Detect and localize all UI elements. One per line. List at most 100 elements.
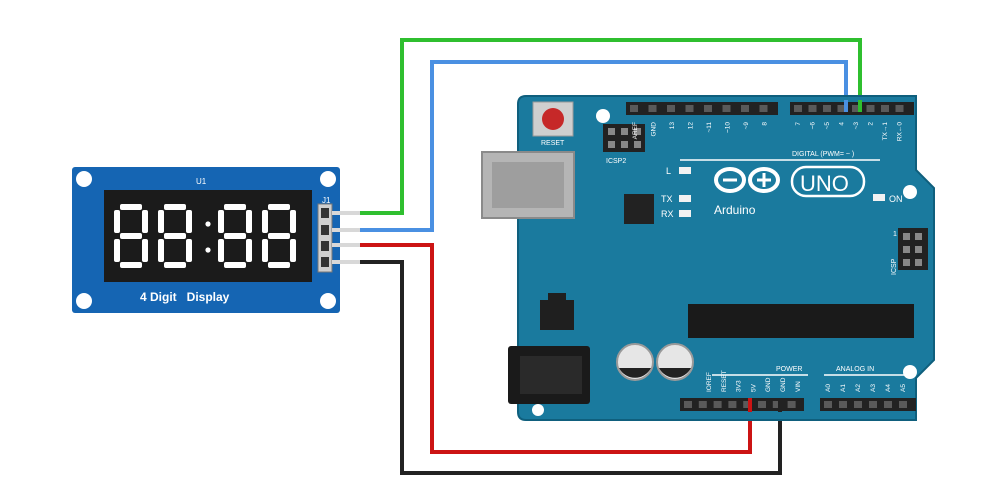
pin-label: IOREF xyxy=(706,372,713,392)
mount-hole xyxy=(596,109,610,123)
header-pin xyxy=(698,401,707,408)
segment xyxy=(224,233,246,239)
j1-pin xyxy=(321,257,329,267)
pin-label: VIN xyxy=(795,381,802,392)
segment xyxy=(224,262,246,268)
pin-label: A4 xyxy=(885,384,892,392)
uno-label: UNO xyxy=(800,171,849,196)
pin-lead xyxy=(332,211,360,215)
pin-label: A1 xyxy=(840,384,847,392)
led-on xyxy=(873,194,885,201)
pin-label: 4 xyxy=(839,122,846,126)
segment xyxy=(114,239,120,262)
icsp2-header xyxy=(603,124,645,152)
capacitor xyxy=(656,343,694,381)
segment xyxy=(290,239,296,262)
icsp-label: ICSP xyxy=(891,258,898,275)
header-pin xyxy=(648,105,657,112)
pin-label: GND xyxy=(765,377,772,392)
led-tx xyxy=(679,195,691,202)
pin-lead xyxy=(332,228,360,232)
power-label: POWER xyxy=(776,366,802,373)
j1-pin xyxy=(321,208,329,218)
led-l-label: L xyxy=(666,166,671,176)
led-rx xyxy=(679,210,691,217)
pin-label: 5V xyxy=(750,383,757,392)
pin-lead xyxy=(332,260,360,264)
segment xyxy=(142,239,148,262)
pin-label: A0 xyxy=(825,384,832,392)
board-outline xyxy=(517,95,935,421)
pin-label: RX←0 xyxy=(897,122,904,142)
pin-label: 12 xyxy=(688,122,695,130)
header-pin xyxy=(630,105,638,112)
header-pin xyxy=(895,105,904,112)
pin-label: 8 xyxy=(762,122,769,126)
header-pin xyxy=(884,401,892,408)
mount-hole xyxy=(903,365,917,379)
module-title: 4 Digit Display xyxy=(140,290,230,304)
header-pin xyxy=(772,401,781,408)
segment xyxy=(186,210,192,233)
mount-hole xyxy=(76,171,92,187)
wire-green-clk xyxy=(358,38,862,215)
u1-label: U1 xyxy=(196,177,207,186)
colon-dot xyxy=(205,221,211,227)
segment xyxy=(120,204,142,210)
digital-header-left xyxy=(626,102,778,115)
header-pin xyxy=(866,105,875,112)
led-rx-label: RX xyxy=(661,209,674,219)
segment xyxy=(114,210,120,233)
pin-label: ~5 xyxy=(824,122,831,130)
pin-label: 3V3 xyxy=(736,380,743,392)
segment xyxy=(164,262,186,268)
usb-connector-inner xyxy=(492,162,564,208)
led-l xyxy=(679,167,691,174)
header-pin xyxy=(837,105,846,112)
mount-hole xyxy=(532,404,544,416)
header-pin xyxy=(839,401,847,408)
segment xyxy=(262,239,268,262)
mount-hole xyxy=(320,293,336,309)
segment xyxy=(142,210,148,233)
header-pin xyxy=(852,105,860,112)
wire-blue-dio xyxy=(358,60,848,232)
segment xyxy=(158,239,164,262)
led-tx-label: TX xyxy=(661,194,673,204)
seven-segment-digit xyxy=(218,204,252,268)
header-pin xyxy=(869,401,877,408)
pin-label: A3 xyxy=(870,384,877,392)
header-pin xyxy=(728,401,737,408)
reset-button[interactable] xyxy=(542,108,564,130)
pin-label: GND xyxy=(780,377,787,392)
header-pin xyxy=(823,105,831,112)
pin-label: ~3 xyxy=(853,122,860,130)
seven-segment-digit xyxy=(114,204,148,268)
j1-pin xyxy=(321,225,329,235)
segment xyxy=(158,210,164,233)
header-pin xyxy=(713,401,722,408)
header-pin xyxy=(899,401,907,408)
digital-label: DIGITAL (PWM= ~ ) xyxy=(792,151,854,158)
header-pin xyxy=(881,105,889,112)
j1-pin xyxy=(321,241,329,251)
wire-black-gnd xyxy=(358,260,782,475)
led-on-label: ON xyxy=(889,194,903,204)
pin-lead xyxy=(332,243,360,247)
pin-label: A2 xyxy=(855,384,862,392)
wires xyxy=(358,38,862,475)
segment xyxy=(290,210,296,233)
pin-label: A5 xyxy=(900,384,907,392)
pin-label: ~9 xyxy=(743,122,750,130)
segment xyxy=(268,233,290,239)
seven-segment-digit xyxy=(158,204,192,268)
capacitor xyxy=(616,343,654,381)
power-header xyxy=(680,398,804,411)
segment xyxy=(164,204,186,210)
header-pin xyxy=(684,401,692,408)
segment xyxy=(268,262,290,268)
j1-label: J1 xyxy=(322,196,331,205)
header-pin xyxy=(794,105,802,112)
